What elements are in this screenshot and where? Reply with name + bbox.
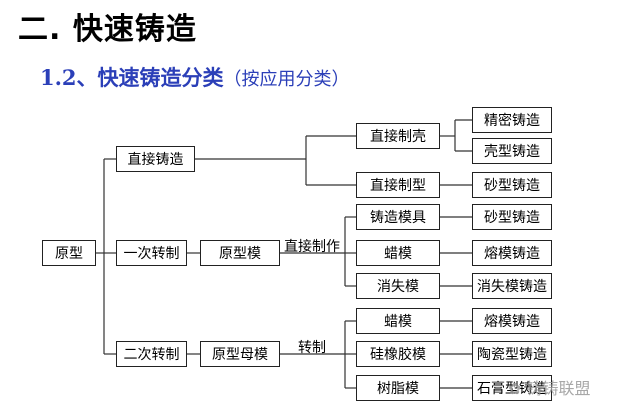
node-silicone-mold: 硅橡胶模 (356, 341, 440, 367)
node-ceramic-casting: 陶瓷型铸造 (472, 341, 552, 367)
subtitle-main: 1.2、快速铸造分类 (40, 65, 224, 90)
edge-label-direct-make: 直接制作 (284, 239, 340, 255)
node-lost-foam: 消失模 (356, 273, 440, 299)
node-once-make: 一次转制 (116, 240, 187, 266)
edge-label-transfer: 转制 (298, 340, 326, 356)
node-direct-shell: 直接制壳 (356, 123, 440, 149)
node-investment-casting-1: 熔模铸造 (472, 240, 552, 266)
section-subtitle: 1.2、快速铸造分类（按应用分类） (40, 62, 350, 92)
node-shell-casting: 壳型铸造 (472, 138, 552, 164)
node-sand-casting-2: 砂型铸造 (472, 204, 552, 230)
node-wax-pattern-1: 蜡模 (356, 240, 440, 266)
node-direct-core: 直接制型 (356, 172, 440, 198)
node-resin-mold: 树脂模 (356, 375, 440, 401)
node-wax-pattern-2: 蜡模 (356, 308, 440, 334)
watermark-text: 铸铸联盟 (526, 379, 591, 398)
node-investment-casting-2: 熔模铸造 (472, 308, 552, 334)
node-twice-make: 二次转制 (116, 341, 187, 367)
node-sand-casting-1: 砂型铸造 (472, 172, 552, 198)
node-prototype-master: 原型母模 (200, 341, 280, 367)
node-direct-casting: 直接铸造 (116, 146, 195, 172)
node-casting-pattern: 铸造模具 (356, 204, 440, 230)
node-precision-casting: 精密铸造 (472, 107, 552, 133)
watermark: ✿ 铸铸联盟 (508, 375, 591, 399)
watermark-logo-icon: ✿ (508, 379, 522, 398)
page-title: 二. 快速铸造 (18, 12, 197, 47)
node-plaster-casting: 石膏型铸造 (472, 375, 552, 401)
node-prototype-mold: 原型模 (200, 240, 280, 266)
node-root: 原型 (42, 240, 96, 266)
node-lost-foam-casting: 消失模铸造 (472, 273, 552, 299)
subtitle-paren: （按应用分类） (223, 69, 350, 90)
